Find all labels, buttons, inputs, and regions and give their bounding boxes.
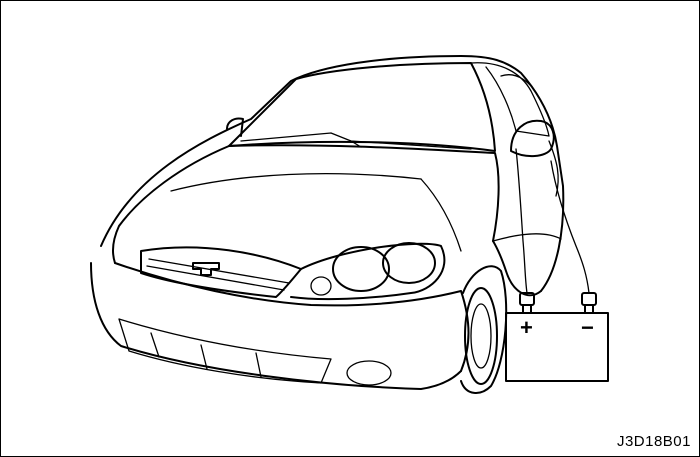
- battery-positive-symbol: +: [520, 315, 533, 340]
- negative-clamp: [582, 293, 596, 313]
- battery: + −: [506, 293, 608, 381]
- car-body: [91, 56, 563, 393]
- battery-negative-symbol: −: [581, 315, 594, 340]
- figure-code: J3D18B01: [617, 433, 691, 450]
